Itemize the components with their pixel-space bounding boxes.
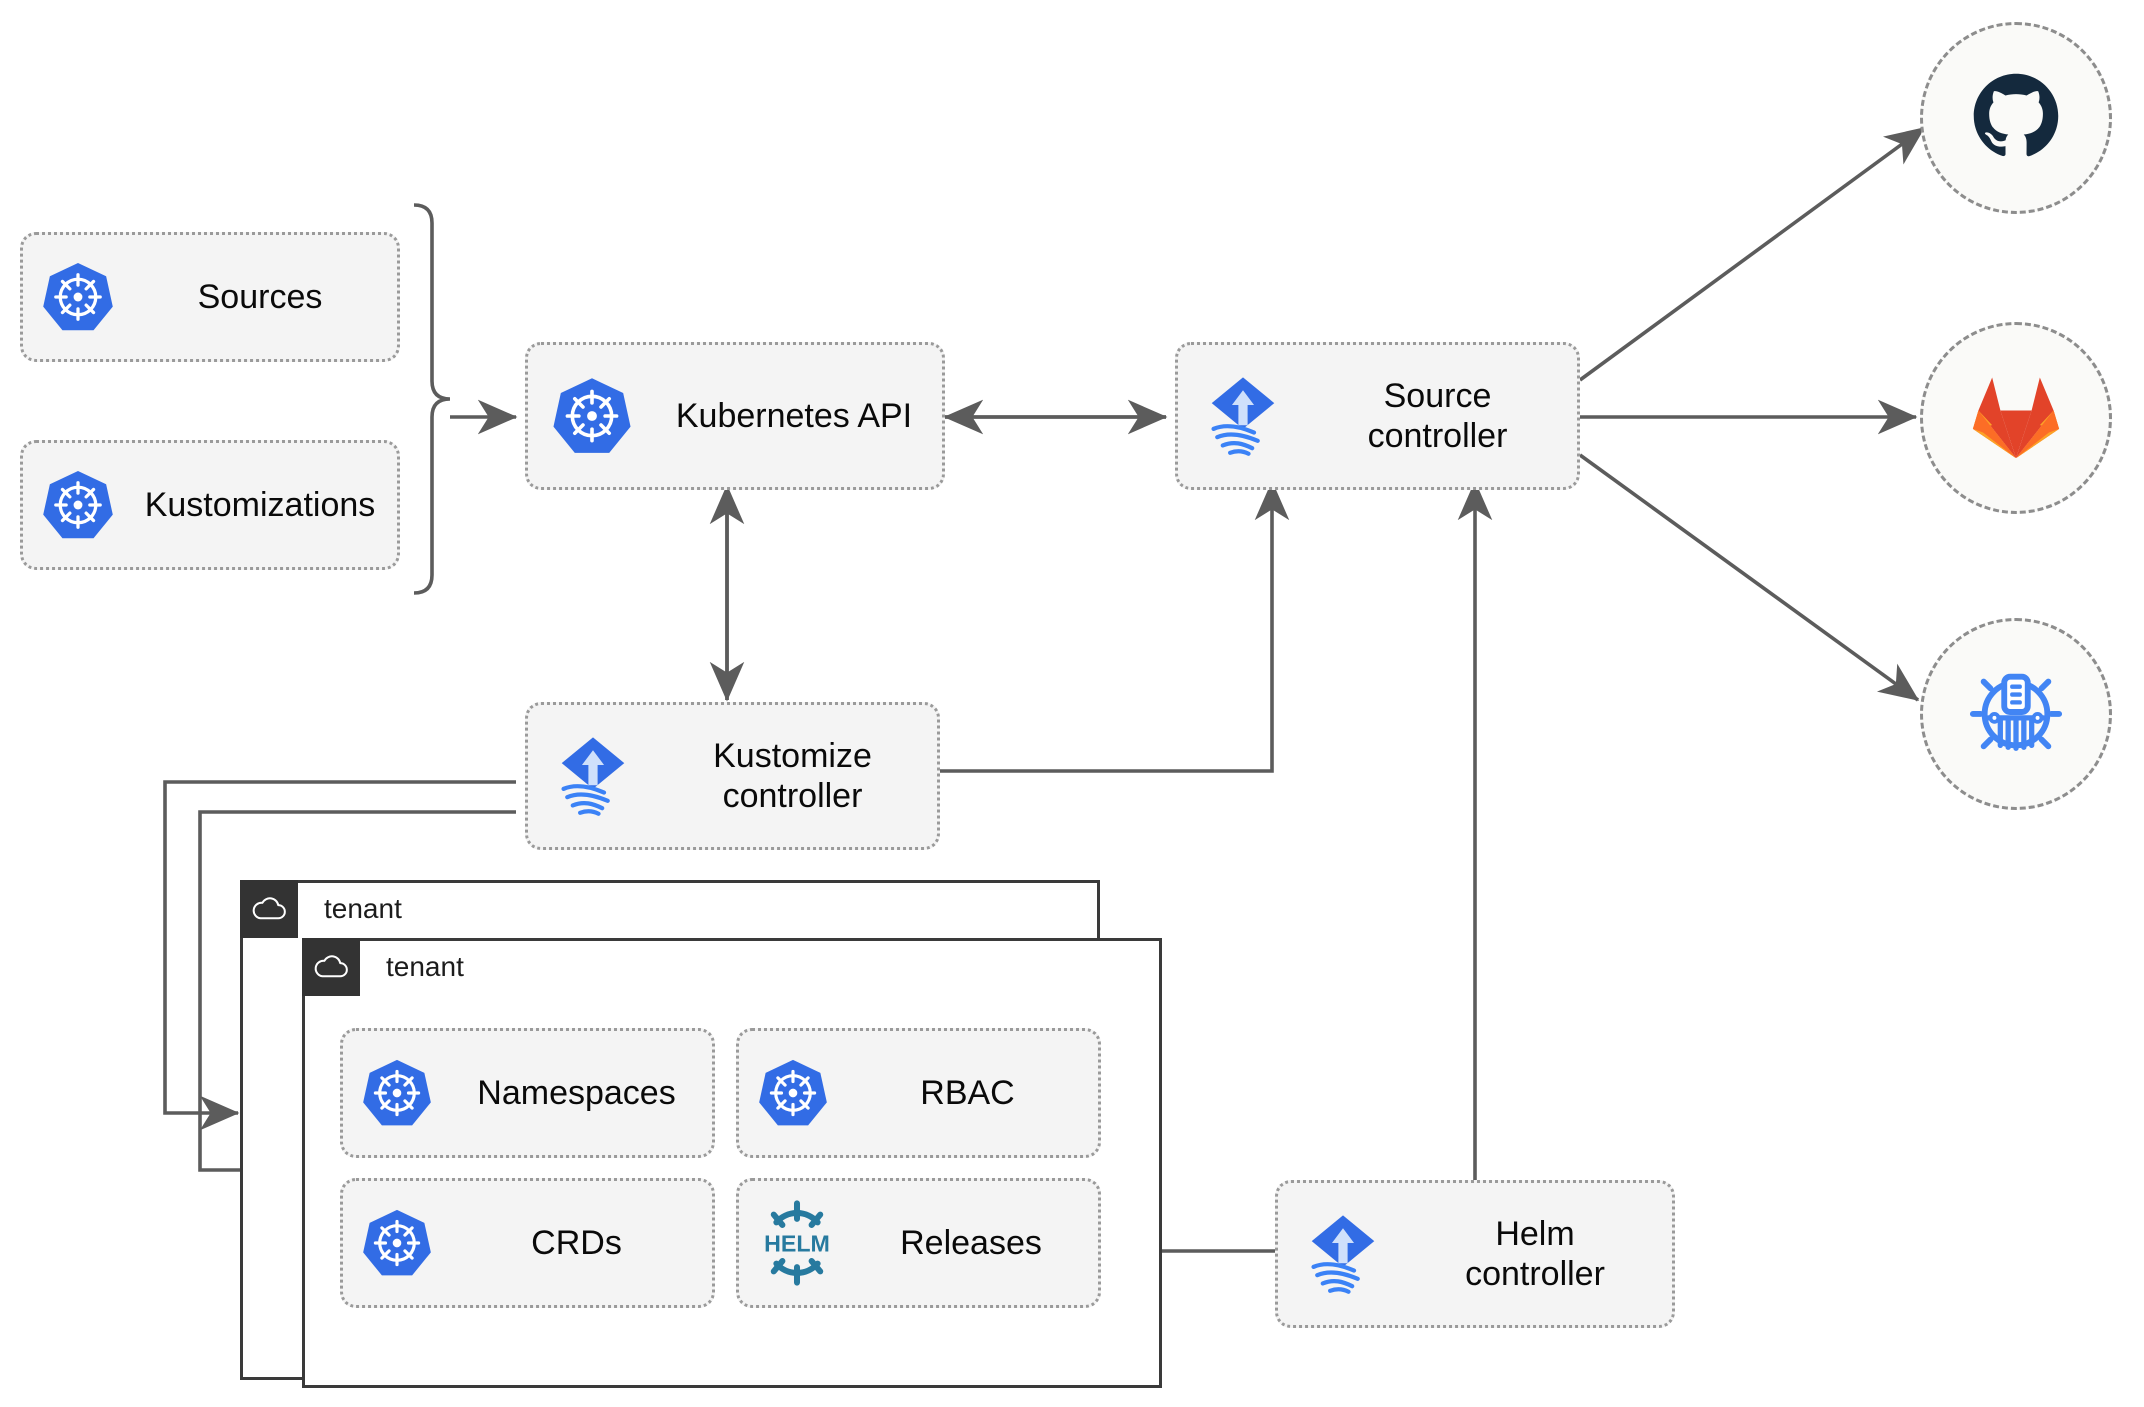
flux-icon	[1278, 1208, 1408, 1300]
node-rbac[interactable]: RBAC	[736, 1028, 1101, 1158]
cloud-icon	[240, 880, 298, 938]
node-label: CRDs	[531, 1223, 622, 1262]
node-source-controller[interactable]: Source controller	[1175, 342, 1580, 490]
tenant-header: tenant	[302, 938, 484, 996]
node-label: Kubernetes API	[675, 396, 913, 435]
tenant-box-front[interactable]: tenant	[302, 938, 1162, 1388]
node-kustomizations[interactable]: Kustomizations	[20, 440, 400, 570]
node-label: Kustomize controller	[713, 736, 872, 815]
provider-harbor[interactable]	[1920, 618, 2112, 810]
provider-gitlab[interactable]	[1920, 322, 2112, 514]
provider-github[interactable]	[1920, 22, 2112, 214]
tenant-label: tenant	[298, 883, 422, 935]
node-helm-controller[interactable]: Helm controller	[1275, 1180, 1675, 1328]
node-crds[interactable]: CRDs	[340, 1178, 715, 1308]
kubernetes-icon	[23, 468, 133, 542]
node-label: Kustomizations	[144, 485, 376, 524]
kubernetes-icon	[343, 1057, 451, 1129]
flux-icon	[1178, 370, 1308, 462]
node-label: Sources	[197, 277, 323, 316]
node-label: Releases	[900, 1223, 1042, 1262]
gitlab-icon	[1970, 372, 2062, 465]
node-label: Helm controller	[1465, 1214, 1605, 1293]
tenant-header: tenant	[240, 880, 422, 938]
node-label: RBAC	[920, 1073, 1015, 1112]
kubernetes-icon	[23, 260, 133, 334]
cloud-icon	[302, 938, 360, 996]
kubernetes-icon	[528, 375, 656, 457]
node-sources[interactable]: Sources	[20, 232, 400, 362]
node-releases[interactable]: HELM Releases	[736, 1178, 1101, 1308]
flux-icon	[528, 730, 658, 822]
tenant-label: tenant	[360, 941, 484, 993]
svg-text:HELM: HELM	[764, 1231, 830, 1257]
kubernetes-icon	[739, 1057, 847, 1129]
harbor-icon	[1967, 663, 2065, 766]
helm-icon: HELM	[739, 1200, 854, 1286]
node-kustomize-controller[interactable]: Kustomize controller	[525, 702, 940, 850]
node-label: Namespaces	[477, 1073, 676, 1112]
node-namespaces[interactable]: Namespaces	[340, 1028, 715, 1158]
node-kubernetes-api[interactable]: Kubernetes API	[525, 342, 945, 490]
kubernetes-icon	[343, 1207, 451, 1279]
github-icon	[1968, 68, 2064, 169]
node-label: Source controller	[1367, 376, 1508, 455]
